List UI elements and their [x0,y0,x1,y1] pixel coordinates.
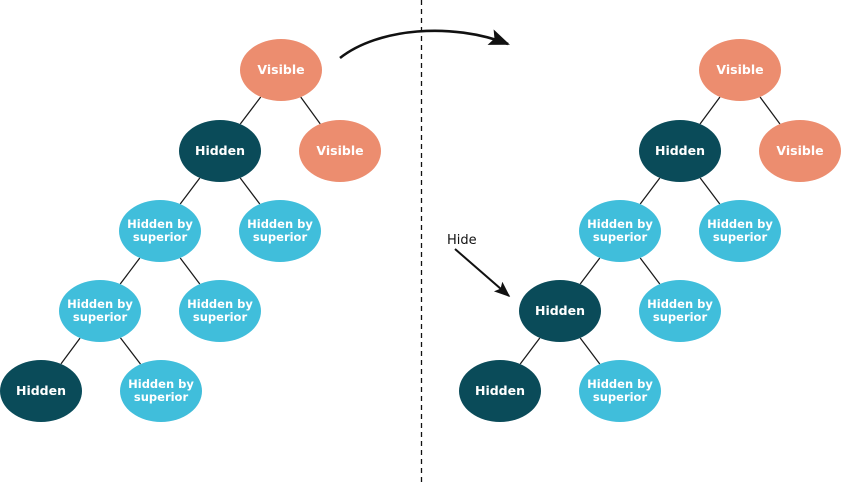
tree-edge [119,337,142,365]
tree-edge [179,257,201,285]
tree-node-hidden-by-superior[interactable]: Hidden by superior [119,200,201,262]
tree-node-hidden-by-superior[interactable]: Hidden by superior [239,200,321,262]
tree-node-hidden[interactable]: Hidden [519,280,601,342]
tree-edge [579,257,601,285]
tree-node-visible[interactable]: Visible [759,120,841,182]
tree-edge [639,177,661,205]
tree-node-hidden[interactable]: Hidden [0,360,82,422]
tree-node-hidden-by-superior[interactable]: Hidden by superior [59,280,141,342]
tree-node-label: Visible [776,143,824,158]
tree-node-label: Hidden [194,143,246,158]
tree-node-label: Visible [316,143,364,158]
tree-node-hidden-by-superior[interactable]: Hidden by superior [179,280,261,342]
tree-node-label: Hidden by superior [707,217,773,244]
tree-edge [759,96,781,125]
transition-arrow [339,29,510,60]
tree-node-label: Hidden by superior [67,297,133,324]
tree-node-hidden-by-superior[interactable]: Hidden by superior [120,360,202,422]
tree-edges [60,96,781,365]
tree-edge [579,337,601,365]
tree-node-hidden[interactable]: Hidden [459,360,541,422]
tree-edge [119,257,141,285]
tree-node-label: Hidden by superior [127,217,193,244]
tree-node-label: Hidden [534,303,586,318]
tree-node-hidden-by-superior[interactable]: Hidden by superior [579,200,661,262]
tree-node-hidden-by-superior[interactable]: Hidden by superior [699,200,781,262]
tree-node-label: Hidden [654,143,706,158]
tree-node-label: Hidden by superior [647,297,713,324]
tree-node-visible[interactable]: Visible [299,120,381,182]
tree-node-visible[interactable]: Visible [699,39,781,101]
tree-edge [239,96,262,125]
hide-arrow [454,248,511,298]
tree-edge [179,177,201,205]
tree-edge [699,96,721,125]
tree-node-label: Hidden by superior [587,377,653,404]
tree-node-label: Hidden by superior [187,297,253,324]
tree-node-label: Hidden [15,383,67,398]
tree-node-label: Hidden [474,383,526,398]
tree-edge [519,337,541,365]
tree-node-label: Hidden by superior [128,377,194,404]
tree-edge [300,96,321,125]
hide-annotation-label: Hide [447,233,477,248]
tree-node-label: Visible [716,62,764,77]
tree-edge [60,337,81,365]
tree-node-label: Visible [257,62,305,77]
tree-node-visible[interactable]: Visible [240,39,322,101]
tree-edge [699,177,721,205]
tree-edge [239,177,261,205]
tree-node-label: Hidden by superior [587,217,653,244]
tree-node-hidden[interactable]: Hidden [179,120,261,182]
tree-node-label: Hidden by superior [247,217,313,244]
tree-node-hidden-by-superior[interactable]: Hidden by superior [639,280,721,342]
tree-node-hidden[interactable]: Hidden [639,120,721,182]
tree-node-hidden-by-superior[interactable]: Hidden by superior [579,360,661,422]
tree-edge [639,257,661,285]
